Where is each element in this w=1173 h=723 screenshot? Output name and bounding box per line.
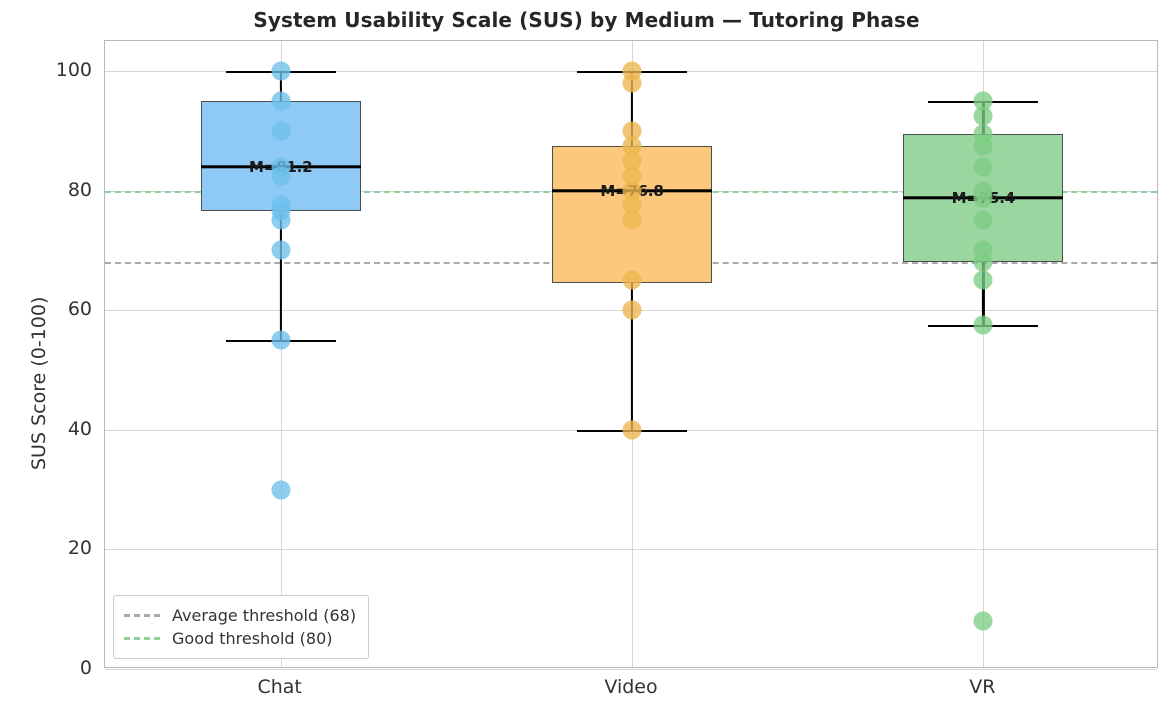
- data-point: [271, 166, 291, 186]
- x-tick-label-chat: Chat: [257, 676, 302, 698]
- y-tick-label: 20: [67, 537, 92, 560]
- legend-label: Good threshold (80): [172, 629, 333, 648]
- data-point: [622, 73, 642, 93]
- data-point: [271, 330, 291, 350]
- y-tick-label: 40: [67, 417, 92, 440]
- legend-item[interactable]: Good threshold (80): [124, 627, 356, 650]
- legend-swatch-average-threshold: [124, 614, 160, 617]
- data-point: [622, 210, 642, 230]
- data-point: [271, 240, 291, 260]
- y-tick-label: 100: [55, 58, 92, 81]
- data-point: [622, 300, 642, 320]
- data-point: [973, 611, 993, 631]
- data-point: [271, 61, 291, 81]
- data-point: [973, 252, 993, 272]
- data-point: [973, 157, 993, 177]
- x-tick-label-video: Video: [604, 676, 658, 698]
- data-point: [973, 136, 993, 156]
- data-point: [271, 210, 291, 230]
- y-tick-label: 80: [67, 178, 92, 201]
- data-point: [973, 210, 993, 230]
- gridline-vertical: [983, 41, 985, 667]
- data-point: [973, 315, 993, 335]
- data-point: [622, 420, 642, 440]
- data-point: [973, 106, 993, 126]
- data-point: [973, 188, 993, 208]
- data-point: [271, 480, 291, 500]
- y-tick-label: 0: [79, 657, 92, 679]
- legend-item[interactable]: Average threshold (68): [124, 604, 356, 627]
- x-tick-label-vr: VR: [969, 676, 996, 698]
- data-point: [622, 270, 642, 290]
- legend-swatch-good-threshold: [124, 637, 160, 640]
- data-point: [271, 91, 291, 111]
- legend[interactable]: Average threshold (68) Good threshold (80…: [113, 595, 370, 659]
- gridline-vertical: [280, 41, 282, 667]
- y-axis-label: SUS Score (0-100): [28, 296, 50, 470]
- chart-title: System Usability Scale (SUS) by Medium —…: [253, 8, 920, 32]
- data-point: [973, 270, 993, 290]
- plot-area: M=81.2M=76.8M=75.4 Average threshold (68…: [104, 40, 1158, 670]
- data-point: [271, 121, 291, 141]
- gridline-horizontal: [105, 669, 1157, 670]
- legend-label: Average threshold (68): [172, 606, 357, 625]
- y-tick-label: 60: [67, 298, 92, 321]
- gridline-horizontal: [105, 549, 1157, 551]
